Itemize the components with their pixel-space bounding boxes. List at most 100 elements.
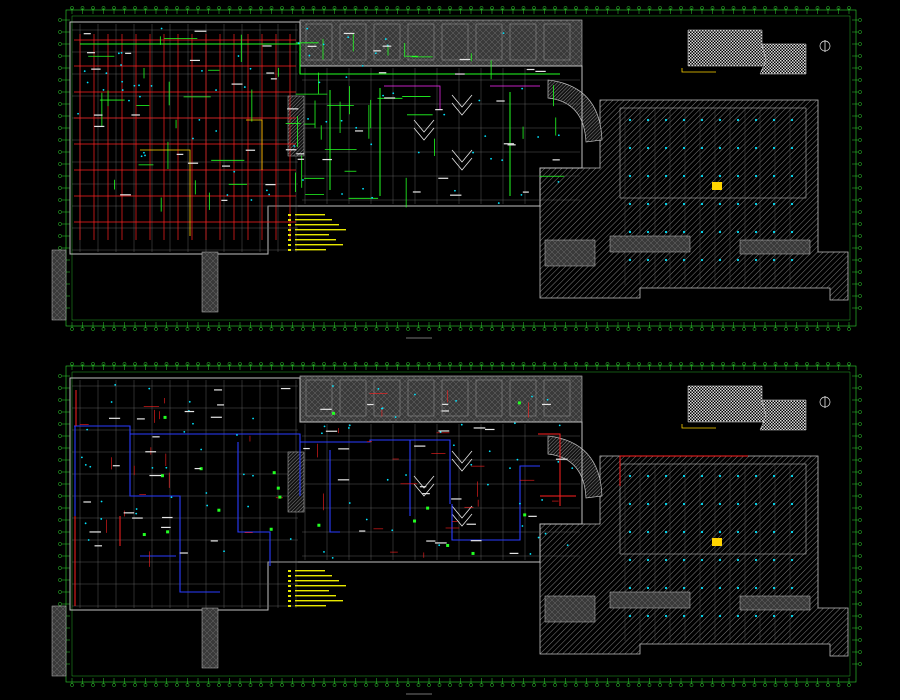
sprinkler-head: [700, 474, 704, 478]
axis-bubble: [605, 683, 610, 687]
axis-bubble: [70, 6, 74, 10]
fixture-point: [206, 504, 209, 507]
axis-bubble: [122, 683, 127, 687]
sprinkler-head: [772, 230, 776, 234]
room-tag: [337, 479, 350, 481]
axis-bubble: [58, 386, 62, 390]
axis-bubble: [826, 683, 830, 687]
axis-bubble: [521, 683, 526, 687]
sprinkler-head: [664, 530, 668, 534]
room-tag: [83, 33, 91, 35]
room-tag: [555, 458, 568, 460]
sprinkler-head: [790, 118, 794, 122]
sprinkler-head: [628, 586, 632, 590]
escalator-symbol: [451, 458, 473, 472]
axis-bubble: [731, 362, 736, 366]
axis-bubble: [532, 683, 536, 687]
axis-bubble: [815, 327, 820, 331]
axis-bubble: [280, 683, 284, 687]
axis-bubble: [637, 327, 641, 331]
valve-symbol: [166, 530, 170, 534]
axis-bubble: [133, 362, 137, 366]
axis-bubble: [206, 683, 211, 687]
axis-bubble: [658, 362, 662, 366]
axis-bubble: [58, 174, 62, 178]
room-tag: [112, 465, 120, 467]
axis-bubble: [290, 327, 295, 331]
axis-bubble: [752, 327, 757, 331]
key-plan: [681, 385, 807, 431]
sprinkler-head: [664, 502, 668, 506]
axis-bubble: [364, 683, 368, 687]
axis-bubble: [858, 446, 862, 450]
axis-bubble: [500, 362, 505, 366]
fixture-point: [394, 416, 397, 419]
axis-bubble: [689, 327, 694, 331]
sprinkler-head: [790, 202, 794, 206]
axis-bubble: [469, 362, 473, 366]
curved-ramp: [547, 79, 603, 143]
axis-bubble: [721, 6, 725, 10]
axis-bubble: [70, 683, 74, 687]
axis-bubble: [626, 683, 631, 687]
axis-bubble: [248, 6, 253, 10]
branch-pipe: [538, 433, 576, 506]
stair-stub-mid: [201, 607, 219, 669]
axis-bubble: [458, 6, 463, 10]
room-tag: [419, 486, 427, 488]
axis-bubble: [164, 683, 169, 687]
room-tag: [136, 418, 145, 420]
axis-bubble: [858, 198, 862, 202]
axis-bubble: [406, 362, 410, 366]
axis-bubble: [805, 683, 809, 687]
axis-bubble: [858, 294, 862, 298]
axis-bubble: [101, 6, 106, 10]
axis-bubble: [427, 327, 431, 331]
sprinkler-head: [682, 230, 686, 234]
axis-bubble: [479, 683, 484, 687]
axis-bubble: [858, 54, 862, 58]
sprinkler-head: [718, 258, 722, 262]
axis-bubble: [91, 6, 95, 10]
fixture-point: [531, 395, 533, 398]
axis-bubble: [58, 150, 62, 154]
room-tag: [94, 545, 103, 547]
axis-bubble: [836, 327, 841, 331]
axis-bubble: [332, 6, 337, 10]
axis-bubble: [858, 186, 862, 190]
sprinkler-head: [700, 258, 704, 262]
axis-bubble: [58, 42, 62, 46]
legend-line: [295, 214, 325, 216]
axis-bubble: [700, 6, 704, 10]
axis-bubble: [584, 327, 589, 331]
room-tag: [262, 45, 272, 47]
core-room: [543, 379, 571, 417]
fixture-point: [306, 27, 309, 30]
sprinkler-head: [682, 614, 686, 618]
stair-core: [544, 595, 596, 623]
valve-symbol: [217, 508, 221, 512]
axis-bubble: [374, 683, 379, 687]
axis-bubble: [784, 327, 788, 331]
room-tag: [217, 404, 225, 406]
room-tag: [373, 50, 381, 52]
axis-bubble: [616, 362, 620, 366]
fixture-point: [205, 492, 208, 494]
axis-bubble: [395, 6, 400, 10]
axis-bubble: [311, 362, 316, 366]
fixture-point: [138, 84, 140, 87]
axis-bubble: [858, 422, 862, 426]
fixture-point: [250, 199, 253, 201]
axis-bubble: [773, 362, 778, 366]
axis-bubble: [858, 494, 862, 498]
axis-bubble: [574, 362, 578, 366]
room-tag: [434, 542, 447, 544]
room-tag: [473, 427, 486, 429]
axis-bubble: [752, 6, 757, 10]
fixture-point: [558, 424, 561, 427]
valve-symbol: [426, 506, 430, 510]
axis-bubble: [311, 327, 316, 331]
legend-bullet: [288, 575, 291, 577]
axis-bubble: [616, 327, 620, 331]
